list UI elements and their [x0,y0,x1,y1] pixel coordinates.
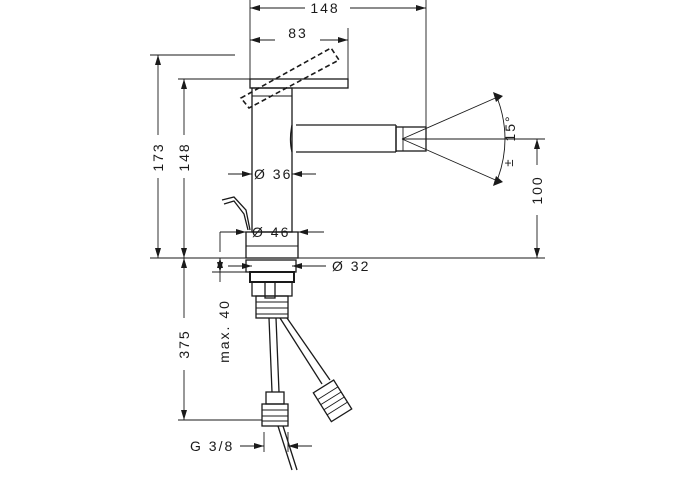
below-counter-label: 375 [176,329,192,358]
dim-connection-thread: G 3/8 [190,432,312,454]
dim-overall-reach: 148 [249,0,427,127]
dim-body-diameter: Ø 36 [228,166,316,182]
shank-diameter-label: Ø 32 [332,258,370,274]
supply-hoses [261,317,353,471]
dim-lever-reach: 83 [250,25,349,79]
base-diameter-label: Ø 46 [252,224,290,240]
dim-base-diameter: Ø 46 [219,224,324,252]
popup-rod [221,196,251,231]
dim-tilt-angle: 15° ± [401,92,518,186]
dim-total-height: 173 [150,54,235,258]
dim-spout-height: 148 [176,78,250,258]
spout-height-label: 148 [176,142,192,171]
mounting-shank [245,259,297,319]
dim-below-counter: 375 [176,258,262,421]
dim-counter-thickness: max. 40 [212,258,250,363]
lever-handle-dashed [239,46,341,110]
lever-reach-label: 83 [288,25,308,41]
tilt-sign-label: ± [501,157,516,166]
overall-reach-label: 148 [310,0,339,16]
dim-shank-diameter: Ø 32 [228,258,370,274]
dim-nozzle-height: 100 [426,138,545,258]
tilt-angle-label: 15° [502,114,518,141]
body-diameter-label: Ø 36 [254,166,292,182]
connection-thread-label: G 3/8 [190,438,234,454]
faucet-body [245,78,349,259]
counter-thickness-label: max. 40 [216,299,232,363]
nozzle-height-label: 100 [529,175,545,204]
total-height-label: 173 [150,142,166,171]
spout [289,124,427,153]
